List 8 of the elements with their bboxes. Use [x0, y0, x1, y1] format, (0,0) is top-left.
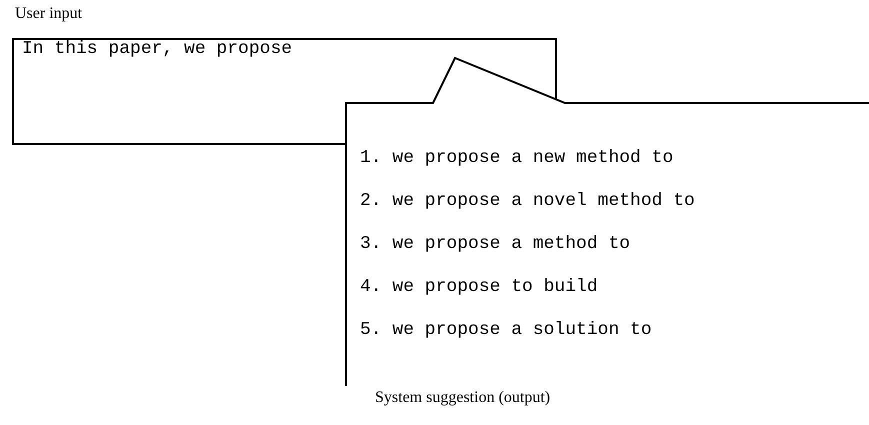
suggestion-item: 4. we propose to build — [360, 277, 598, 297]
input-text: In this paper, we propose — [22, 39, 292, 59]
heading: User input — [15, 5, 82, 23]
suggestion-item: 3. we propose a method to — [360, 234, 630, 254]
suggestion-item: 2. we propose a novel method to — [360, 191, 695, 211]
suggestion-item: 1. we propose a new method to — [360, 148, 674, 168]
output-label: System suggestion (output) — [375, 389, 550, 407]
suggestion-item: 5. we propose a solution to — [360, 320, 652, 340]
